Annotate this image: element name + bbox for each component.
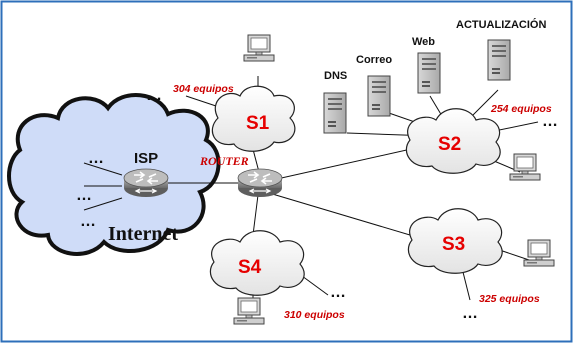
s4-devices-label: 310 equipos [284,309,345,321]
actualizacion-label: ACTUALIZACIÓN [456,18,546,31]
ellipsis-s2: … [542,113,558,130]
s3-devices-label: 325 equipos [479,293,540,305]
s1-pc-icon [243,34,275,62]
internet-label: Internet [108,223,178,245]
s2-devices-label: 254 equipos [490,103,552,115]
internet-cloud [7,93,221,256]
subnet-s3-label: S3 [442,234,465,255]
isp-label: ISP [134,150,158,167]
mail-server-icon [367,75,391,117]
ellipsis-internet-3: … [80,213,96,230]
correo-label: Correo [356,54,392,66]
subnet-cloud-s1 [211,85,296,152]
subnet-s2-label: S2 [438,134,461,155]
main-router-icon [237,168,283,198]
dns-server-icon [323,92,347,134]
subnet-cloud-s4 [209,230,305,296]
s1-devices-label: 304 equipos [173,83,234,95]
ellipsis-internet-2: … [76,187,92,204]
ellipsis-s3: … [462,305,478,322]
ellipsis-s1: … [146,87,162,104]
router-label: ROUTER [199,154,249,168]
ellipsis-s4: … [330,284,346,301]
subnet-s4-label: S4 [238,257,262,278]
s2-pc-icon [509,153,541,181]
subnet-cloud-s3 [407,208,503,274]
isp-router-icon [123,168,169,198]
subnet-s1-label: S1 [246,113,270,134]
ellipsis-internet-1: … [88,150,104,167]
web-label: Web [412,36,435,48]
s4-pc-icon [233,297,265,325]
s3-pc-icon [523,239,555,267]
subnet-cloud-s2 [405,108,501,174]
update-server-icon [487,39,511,81]
dns-label: DNS [324,70,347,82]
web-server-icon [417,52,441,94]
